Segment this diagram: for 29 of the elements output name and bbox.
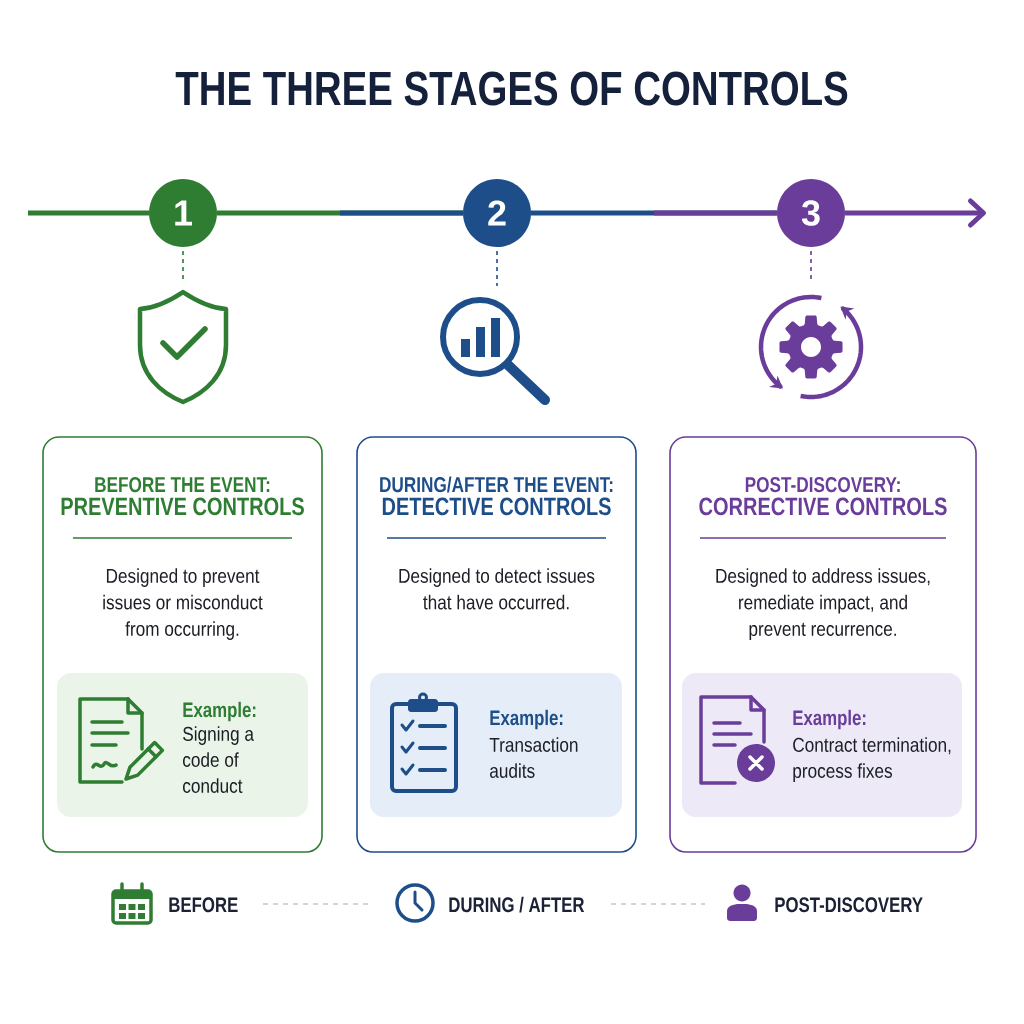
timeline-arrow — [845, 198, 986, 228]
shield-check-icon — [137, 289, 229, 405]
title: THE THREE STAGES OF CONTROLS — [175, 71, 848, 106]
example-text: Signing a code of conduct — [183, 726, 254, 793]
magnifier-chart-icon — [440, 297, 550, 405]
timeline-line — [531, 210, 777, 216]
example-text: Contract termination, process fixes — [793, 737, 951, 782]
legend-label: DURING / AFTER — [449, 896, 585, 913]
description: Designed to prevent issues or misconduct from occurring. — [103, 568, 263, 640]
stage-label: DURING/AFTER THE EVENT: — [380, 476, 613, 493]
dashed-line — [496, 250, 498, 287]
example-label: Example: — [793, 709, 866, 730]
timeline-line — [217, 210, 463, 216]
gear-arrows-icon — [758, 294, 864, 400]
card-title: DETECTIVE CONTROLS — [382, 497, 611, 516]
legend-label: BEFORE — [169, 897, 238, 913]
timeline-line — [28, 210, 149, 216]
stage-label: BEFORE THE EVENT: — [95, 477, 270, 493]
example-text: Transaction audits — [489, 737, 578, 778]
dashed-line — [810, 250, 812, 282]
description: Designed to detect issues that have occurred. — [399, 568, 595, 610]
dashed-line — [182, 250, 184, 282]
card-title: PREVENTIVE CONTROLS — [61, 497, 304, 516]
card-title: CORRECTIVE CONTROLS — [699, 497, 947, 516]
example-label: Example: — [183, 701, 256, 722]
example-label: Example: — [490, 709, 563, 730]
description: Designed to address issues, remediate impact, and prevent recurrence. — [716, 568, 930, 640]
legend-label: POST-DISCOVERY — [775, 897, 923, 913]
stage-label: POST-DISCOVERY: — [745, 477, 900, 493]
